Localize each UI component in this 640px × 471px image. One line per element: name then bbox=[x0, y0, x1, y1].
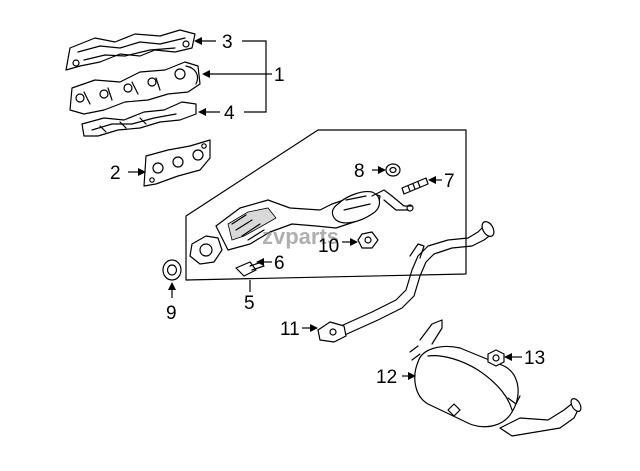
callout-13: 13 bbox=[524, 348, 545, 369]
exhaust-manifold bbox=[69, 61, 201, 115]
callout-1: 1 bbox=[274, 65, 285, 86]
bracket-1 bbox=[242, 40, 267, 113]
watermark: zvparts bbox=[262, 224, 339, 249]
catalytic-converter-assembly bbox=[189, 189, 414, 265]
callout-9: 9 bbox=[166, 303, 177, 324]
catalytic-converter-group-box bbox=[185, 129, 467, 281]
muffler bbox=[409, 319, 582, 437]
nut-muffler bbox=[487, 349, 505, 367]
manifold-gasket bbox=[143, 139, 211, 187]
callout-4: 4 bbox=[224, 103, 235, 124]
callout-2: 2 bbox=[110, 163, 121, 184]
callout-3: 3 bbox=[222, 32, 233, 53]
lower-heat-shield bbox=[81, 101, 197, 137]
stud bbox=[401, 177, 429, 195]
callout-5: 5 bbox=[244, 293, 255, 314]
nut bbox=[357, 231, 379, 249]
bolt bbox=[235, 261, 265, 277]
callout-11: 11 bbox=[280, 319, 300, 340]
callout-6: 6 bbox=[274, 253, 285, 274]
callout-10: 10 bbox=[318, 236, 339, 257]
callout-12: 12 bbox=[376, 367, 397, 388]
intermediate-pipe bbox=[317, 221, 495, 343]
upper-heat-shield bbox=[65, 29, 196, 71]
callout-8: 8 bbox=[354, 161, 365, 182]
callout-7: 7 bbox=[444, 171, 455, 192]
gasket-ring bbox=[385, 163, 401, 177]
gasket bbox=[162, 259, 182, 281]
